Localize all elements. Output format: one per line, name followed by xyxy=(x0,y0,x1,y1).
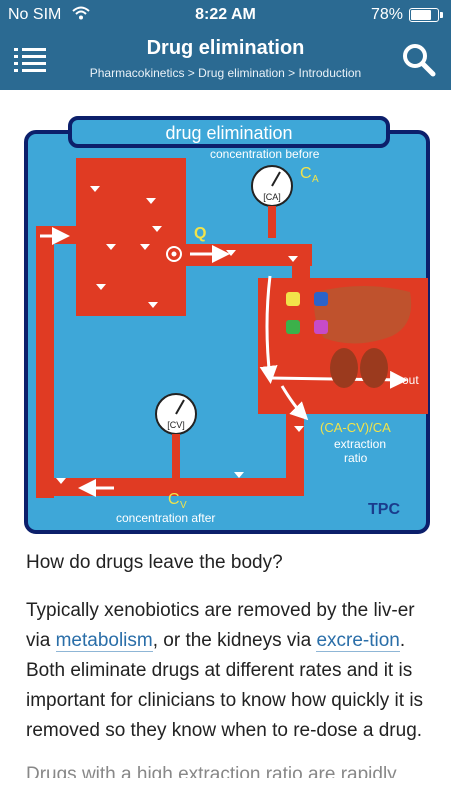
concentration-before-label: concentration before xyxy=(210,147,320,161)
page-title: Drug elimination xyxy=(146,37,305,59)
battery-percent: 78% xyxy=(370,6,403,23)
cv-subscript: V xyxy=(180,500,187,511)
extraction-formula: (CA-CV)/CA xyxy=(320,420,391,435)
gauge-before-label: [CA] xyxy=(263,192,281,202)
kidney-icon xyxy=(330,348,388,388)
gauge-before-icon xyxy=(251,165,293,238)
drug-molecules xyxy=(56,186,304,484)
battery-icon xyxy=(409,8,443,22)
carrier-label: No SIM xyxy=(8,6,62,23)
gauge-after-label: [CV] xyxy=(167,420,185,430)
diagram-title-tab xyxy=(68,116,390,148)
gauge-after-icon xyxy=(155,393,197,478)
extraction-label: extraction xyxy=(334,437,386,451)
tpc-logo: TPC xyxy=(368,501,400,518)
out-label: out xyxy=(402,373,419,387)
para-text-2: , or the kidneys via xyxy=(152,630,317,651)
next-paragraph-partial: Drugs with a high extraction ratio are r… xyxy=(26,764,397,778)
liver-icon xyxy=(286,286,412,344)
pump-icon xyxy=(166,246,182,262)
ca-label: C xyxy=(300,165,312,182)
battery-fill xyxy=(411,10,431,20)
section-question: How do drugs leave the body? xyxy=(26,552,283,573)
search-icon[interactable] xyxy=(401,42,437,78)
ca-subscript: A xyxy=(312,174,319,185)
flow-rate-label: Q xyxy=(194,225,206,242)
status-bar: No SIM 8:22 AM 78% xyxy=(0,0,451,30)
diagram-title: drug elimination xyxy=(165,123,292,143)
intro-paragraph: Typically xenobiotics are removed by the… xyxy=(26,596,426,746)
excretion-link[interactable]: excre-tion xyxy=(316,630,400,652)
para-text-1: Typically xenobiotics are removed by the… xyxy=(26,600,415,651)
concentration-after-label: concentration after xyxy=(116,511,215,525)
article-content: How do drugs leave the body? Typically x… xyxy=(26,552,426,778)
para-text-3: . Both eliminate drugs at different rate… xyxy=(26,630,424,741)
nav-bar: Drug elimination Pharmacokinetics > Drug… xyxy=(0,30,451,90)
cv-label: C xyxy=(168,491,180,508)
breadcrumb: Pharmacokinetics > Drug elimination > In… xyxy=(89,66,362,80)
ratio-label: ratio xyxy=(344,451,368,465)
list-menu-icon[interactable] xyxy=(14,46,46,72)
drug-elimination-diagram: drug elimination xyxy=(24,116,430,536)
status-time: 8:22 AM xyxy=(195,6,256,23)
wifi-icon xyxy=(72,5,90,26)
app-header: No SIM 8:22 AM 78% Drug elimination Phar… xyxy=(0,0,451,90)
metabolism-link[interactable]: metabolism xyxy=(55,630,153,652)
